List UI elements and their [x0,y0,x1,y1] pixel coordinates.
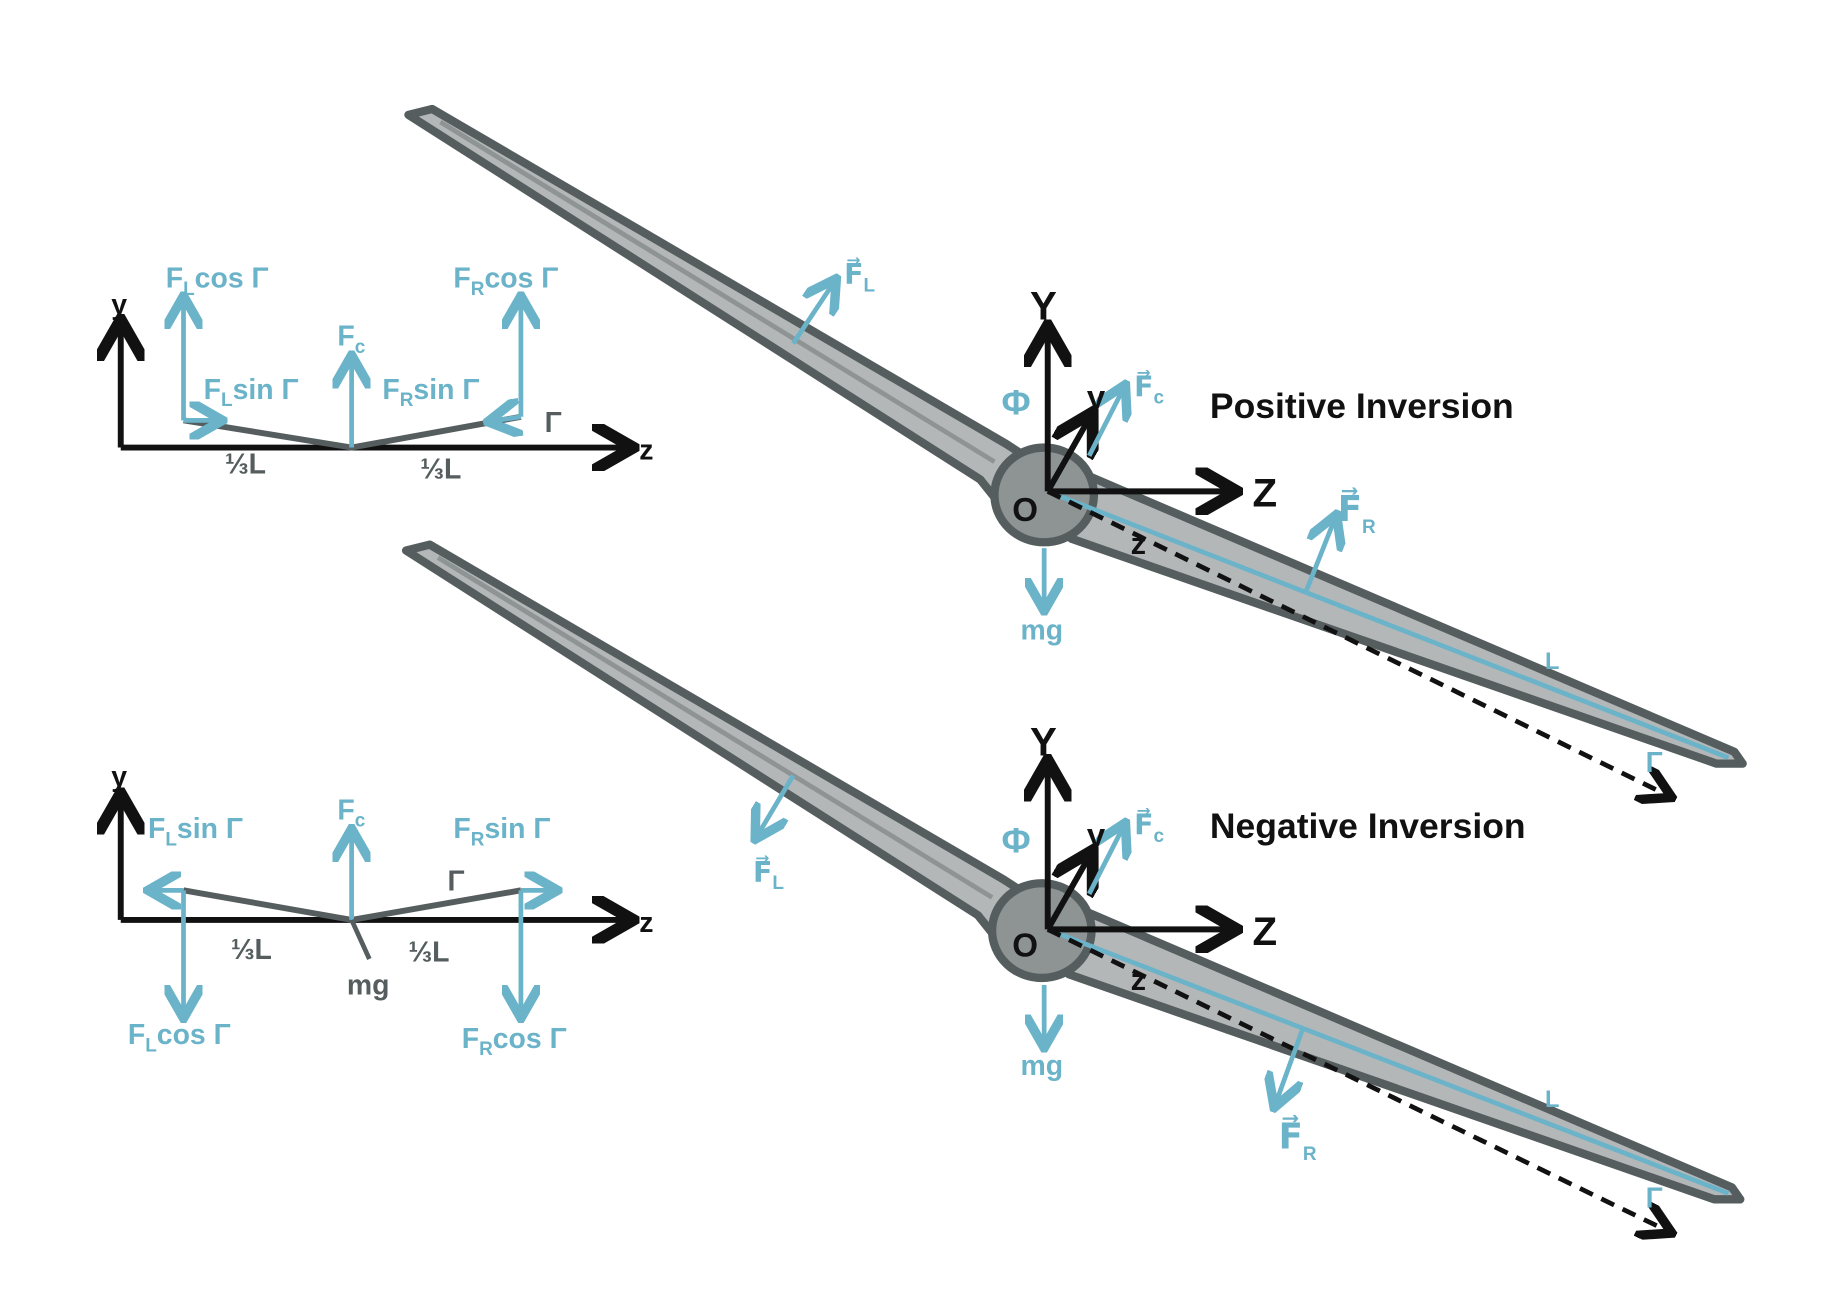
fl-label: F⃗L [753,855,784,894]
fr-cos-label: FRcos Γ [453,263,558,300]
fc-label: Fc [337,794,365,831]
fc-label: F⃗c [1134,369,1164,408]
negative-inversion-title: Negative Inversion [1210,806,1526,846]
third-length-left: ⅓L [225,449,266,481]
y-axis-label: y [1087,818,1106,855]
gamma-label: Γ [1646,1183,1663,1215]
fr-label: F⃗R [1279,1115,1317,1165]
origin-label: O [1012,928,1038,965]
Z-axis-label: Z [1253,909,1278,954]
mg-label: mg [1020,1050,1063,1082]
y-axis-label: y [1087,379,1106,416]
mg-label: mg [1020,614,1063,646]
negative-inversion-propeller: Y Z y z O Φ F⃗c F⃗L F⃗R mg L Γ Negative … [406,545,1740,1229]
fr-cos-label: FRcos Γ [462,1023,567,1060]
fl-sin-label: FLsin Γ [148,813,243,850]
mg-label: mg [347,970,390,1002]
phi-label: Φ [1002,382,1031,422]
length-label: L [1545,1087,1559,1113]
fr-sin-label: FRsin Γ [382,374,479,411]
gamma-label: Γ [545,407,562,439]
fl-label: F⃗L [844,257,875,296]
negative-inversion-2d-diagram: y z FLsin Γ Fc FRsin Γ Γ ⅓L ⅓L mg FLcos … [111,761,653,1060]
third-length-right: ⅓L [420,453,461,485]
gamma-label: Γ [1646,747,1663,779]
positive-inversion-title: Positive Inversion [1210,386,1514,426]
z-axis-label: z [1131,962,1146,997]
axis-y-label: y [111,761,127,793]
positive-inversion-propeller: Y Z y z O Φ F⃗c F⃗L F⃗R mg L Γ Positive … [408,109,1742,793]
fl-sin-label: FLsin Γ [204,374,299,411]
origin-label: O [1012,492,1038,529]
axis-y-label: y [111,289,127,321]
Z-axis-label: Z [1253,471,1278,516]
fl-cos-label: FLcos Γ [128,1019,231,1056]
gamma-label: Γ [448,865,465,897]
axis-z-label: z [639,907,653,939]
propeller-shape [406,545,1740,1200]
phi-label: Φ [1002,820,1031,860]
positive-inversion-2d-diagram: y z FLcos Γ FRcos Γ Fc FLsin Γ FRsin Γ Γ… [111,263,653,485]
fc-label: Fc [337,321,365,358]
Y-axis-label: Y [1030,284,1057,329]
fc-label: F⃗c [1134,808,1164,847]
Y-axis-label: Y [1030,719,1057,764]
axis-z-label: z [639,434,653,466]
fl-cos-label: FLcos Γ [166,263,269,300]
third-length-right: ⅓L [408,936,449,968]
fr-sin-label: FRsin Γ [453,813,550,850]
fr-label: F⃗R [1338,487,1376,537]
length-label: L [1545,649,1559,675]
z-axis-label: z [1131,526,1146,561]
third-length-left: ⅓L [231,934,272,966]
